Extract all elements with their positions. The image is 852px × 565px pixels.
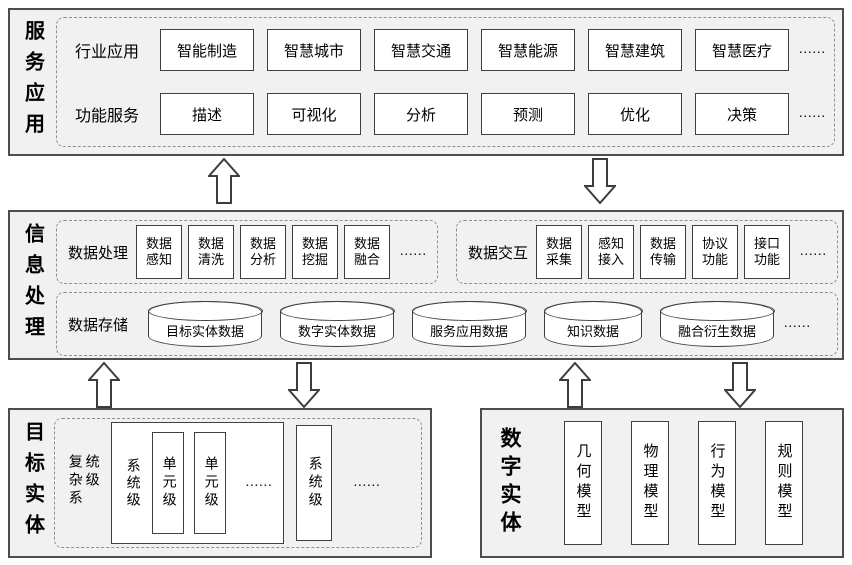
database-cylinder: 目标实体数据	[147, 300, 263, 347]
function-cell: 优化	[588, 93, 682, 135]
function-cell: 预测	[481, 93, 575, 135]
arrow-up-icon	[208, 158, 240, 204]
industry-cell: 智慧城市	[267, 29, 361, 71]
info-section-title: 信息处理	[21, 223, 44, 347]
processing-cell: 数据挖掘	[292, 225, 338, 279]
database-cylinder: 数字实体数据	[279, 300, 395, 347]
data-interaction-label: 数据交互	[467, 245, 528, 262]
processing-cell: 数据分析	[240, 225, 286, 279]
data-interaction-group: 数据交互 数据采集 感知接入 数据传输 协议功能 接口功能 ......	[456, 220, 838, 284]
database-cylinder: 知识数据	[543, 300, 643, 347]
interaction-cell: 数据传输	[640, 225, 686, 279]
section-digital-entity: 数字实体 几何模型 物理模型 行为模型 规则模型	[480, 408, 844, 558]
cylinder-label: 服务应用数据	[429, 323, 508, 339]
model-box-behavior: 行为模型	[698, 421, 736, 545]
target-entity-group: 复杂系统级 系统级 单元级 单元级 ...... 系统级 ......	[54, 418, 422, 548]
model-box-rule: 规则模型	[765, 421, 803, 545]
function-cell: 可视化	[267, 93, 361, 135]
ellipsis: ......	[799, 42, 826, 57]
model-box-geometric: 几何模型	[564, 421, 602, 545]
data-storage-group: 数据存储 目标实体数据 数字实体数据 服务应用数据 知识数据 融合衍生数据 ..…	[56, 292, 838, 356]
ellipsis: ......	[799, 106, 826, 121]
section-information-processing: 信息处理 数据处理 数据感知 数据清洗 数据分析 数据挖掘 数据融合 .....…	[8, 210, 844, 360]
database-cylinder: 融合衍生数据	[659, 300, 775, 347]
ellipsis: ......	[400, 244, 427, 259]
database-cylinder: 服务应用数据	[411, 300, 527, 347]
arrow-down-icon	[724, 362, 756, 408]
industry-cell: 智慧能源	[481, 29, 575, 71]
interaction-cell: 数据采集	[536, 225, 582, 279]
digital-section-title: 数字实体	[498, 427, 522, 539]
data-storage-label: 数据存储	[67, 317, 128, 334]
cylinder-label: 融合衍生数据	[677, 323, 756, 339]
arrow-down-icon	[288, 362, 320, 408]
processing-cell: 数据感知	[136, 225, 182, 279]
arrow-up-icon	[559, 362, 591, 408]
arrow-down-icon	[584, 158, 616, 204]
ellipsis: ......	[800, 244, 827, 259]
complex-system-level-label: 复杂系统级	[66, 454, 99, 508]
industry-cell: 智慧交通	[374, 29, 468, 71]
data-processing-label: 数据处理	[67, 245, 128, 262]
section-service-application: 服务应用 行业应用 智能制造 智慧城市 智慧交通 智慧能源 智慧建筑 智慧医疗 …	[8, 8, 844, 156]
system-level-label: 系统级	[124, 457, 140, 509]
cylinder-label: 知识数据	[566, 323, 619, 339]
system-level-box-2: 系统级	[295, 425, 332, 541]
industry-application-row: 行业应用 智能制造 智慧城市 智慧交通 智慧能源 智慧建筑 智慧医疗 .....…	[57, 18, 834, 82]
processing-cell: 数据清洗	[188, 225, 234, 279]
industry-cell: 智能制造	[160, 29, 254, 71]
model-row: 几何模型 物理模型 行为模型 规则模型	[538, 410, 836, 556]
data-processing-group: 数据处理 数据感知 数据清洗 数据分析 数据挖掘 数据融合 ......	[56, 220, 438, 284]
section-target-entity: 目标实体 复杂系统级 系统级 单元级 单元级 ...... 系统级 ......	[8, 408, 432, 558]
function-service-row: 功能服务 描述 可视化 分析 预测 优化 决策 ......	[57, 82, 834, 146]
industry-cell: 智慧医疗	[695, 29, 789, 71]
industry-cell: 智慧建筑	[588, 29, 682, 71]
service-group: 行业应用 智能制造 智慧城市 智慧交通 智慧能源 智慧建筑 智慧医疗 .....…	[56, 17, 835, 147]
function-cell: 决策	[695, 93, 789, 135]
function-cell: 分析	[374, 93, 468, 135]
target-section-title: 目标实体	[21, 421, 44, 545]
interaction-cell: 感知接入	[588, 225, 634, 279]
ellipsis: ......	[353, 475, 381, 490]
service-section-title: 服务应用	[21, 20, 44, 144]
cylinder-label: 数字实体数据	[297, 323, 376, 339]
unit-level-box: 单元级	[193, 432, 226, 534]
industry-row-label: 行业应用	[74, 44, 139, 61]
cylinder-label: 目标实体数据	[165, 323, 244, 339]
processing-cell: 数据融合	[344, 225, 390, 279]
unit-level-box: 单元级	[151, 432, 184, 534]
arrow-up-icon	[88, 362, 120, 408]
interaction-cell: 接口功能	[744, 225, 790, 279]
interaction-cell: 协议功能	[692, 225, 738, 279]
ellipsis: ......	[245, 475, 273, 490]
system-level-box: 系统级 单元级 单元级 ......	[110, 422, 284, 544]
ellipsis: ......	[784, 316, 811, 331]
function-row-label: 功能服务	[74, 108, 139, 125]
model-box-physical: 物理模型	[631, 421, 669, 545]
function-cell: 描述	[160, 93, 254, 135]
